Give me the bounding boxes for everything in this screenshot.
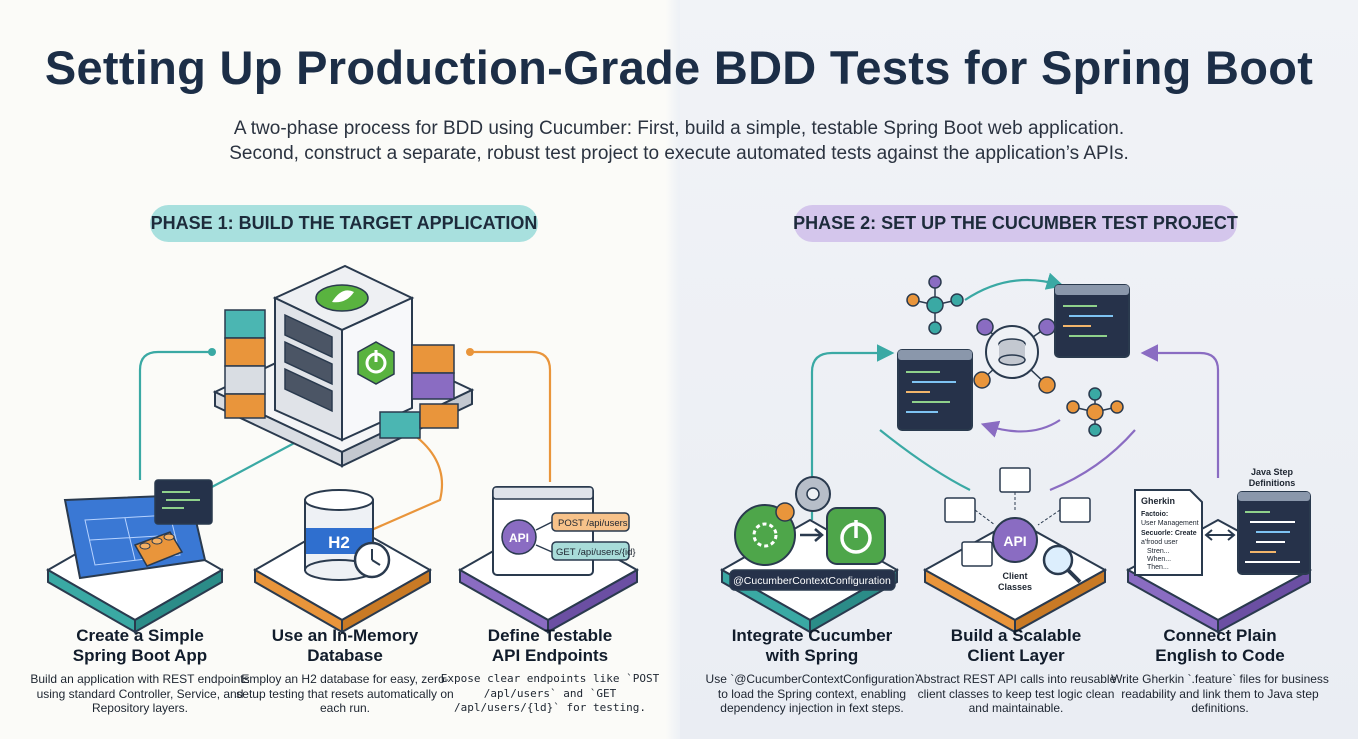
phase1-label: PHASE 1: BUILD THE TARGET APPLICATION [150,205,538,242]
java-step-line2: Definitions [1249,478,1296,488]
java-step-line1: Java Step [1251,467,1294,477]
step3-illustration: API POST /api/users GET /api/users/{id} [457,486,640,634]
gherkin-line6: When... [1147,556,1171,563]
step-api-endpoints: Define Testable API Endpoints Expose cle… [440,626,660,716]
step-in-memory-db: Use an In-Memory Database Employ an H2 d… [235,626,455,716]
step-description: Expose clear endpoints like `POST /apl/u… [440,672,660,714]
page-subtitle: A two-phase process for BDD using Cucumb… [0,116,1358,166]
step-create-app: Create a Simple Spring Boot App Build an… [30,626,250,716]
phase2-label: PHASE 2: SET UP THE CUCUMBER TEST PROJEC… [793,205,1238,242]
step-description: Use `@CucumberContextConfiguration` to l… [705,672,919,715]
subtitle-line-2: Second, construct a separate, robust tes… [229,143,1129,164]
cucumber-annotation: @CucumberContextConfiguration [733,575,891,587]
page-title: Setting Up Production-Grade BDD Tests fo… [44,41,1314,94]
get-endpoint: GET /api/users/{id} [556,547,636,558]
step6-illustration: Gherkin Factoio: User Management Secuorl… [1125,467,1313,634]
step-title: Build a Scalable Client Layer [950,626,1082,665]
step-title: Connect Plain English to Code [1155,626,1285,665]
step-description: Write Gherkin `.feature` files for busin… [1111,672,1329,715]
step5-illustration: API Client Classes [922,467,1108,634]
step2-illustration: H2 [252,489,433,634]
gherkin-line2: User Management [1141,520,1199,527]
phase2-connectors [810,272,1220,520]
h2-label: H2 [328,533,350,552]
subtitle-line-1: A two-phase process for BDD using Cucumb… [233,118,1125,139]
gherkin-title: Gherkin [1141,496,1175,506]
client-classes-line2: Classes [998,582,1032,592]
step1-illustration [45,479,225,634]
step-title: Define Testable API Endpoints [487,626,613,665]
step4-illustration: @CucumberContextConfiguration [719,476,900,634]
step-client-layer: Build a Scalable Client Layer Abstract R… [906,626,1126,716]
gherkin-line7: Then... [1147,564,1169,571]
client-api-label: API [1003,533,1026,549]
client-classes-line1: Client [1002,571,1027,581]
gherkin-line4: a'frood user [1141,539,1178,546]
step-description: Abstract REST API calls into reusable cl… [915,672,1117,715]
step-description: Build an application with REST endpoints… [30,672,250,715]
step-description: Employ an H2 database for easy, zero-set… [236,672,454,715]
gherkin-line3: Secuorle: Create [1141,530,1197,537]
api-gear-label: API [509,531,529,545]
step-plain-english: Connect Plain English to Code Write Gher… [1110,626,1330,716]
step-integrate-cucumber: Integrate Cucumber with Spring Use `@Cuc… [702,626,922,716]
step-title: Create a Simple Spring Boot App [72,626,208,665]
gherkin-line5: Stren... [1147,548,1170,555]
step-title: Integrate Cucumber with Spring [731,626,893,665]
post-endpoint: POST /api/users [558,518,628,529]
network-illustration [897,275,1130,437]
gherkin-line1: Factoio: [1141,511,1168,518]
lego-blocks [224,309,459,439]
step-title: Use an In-Memory Database [271,626,419,665]
